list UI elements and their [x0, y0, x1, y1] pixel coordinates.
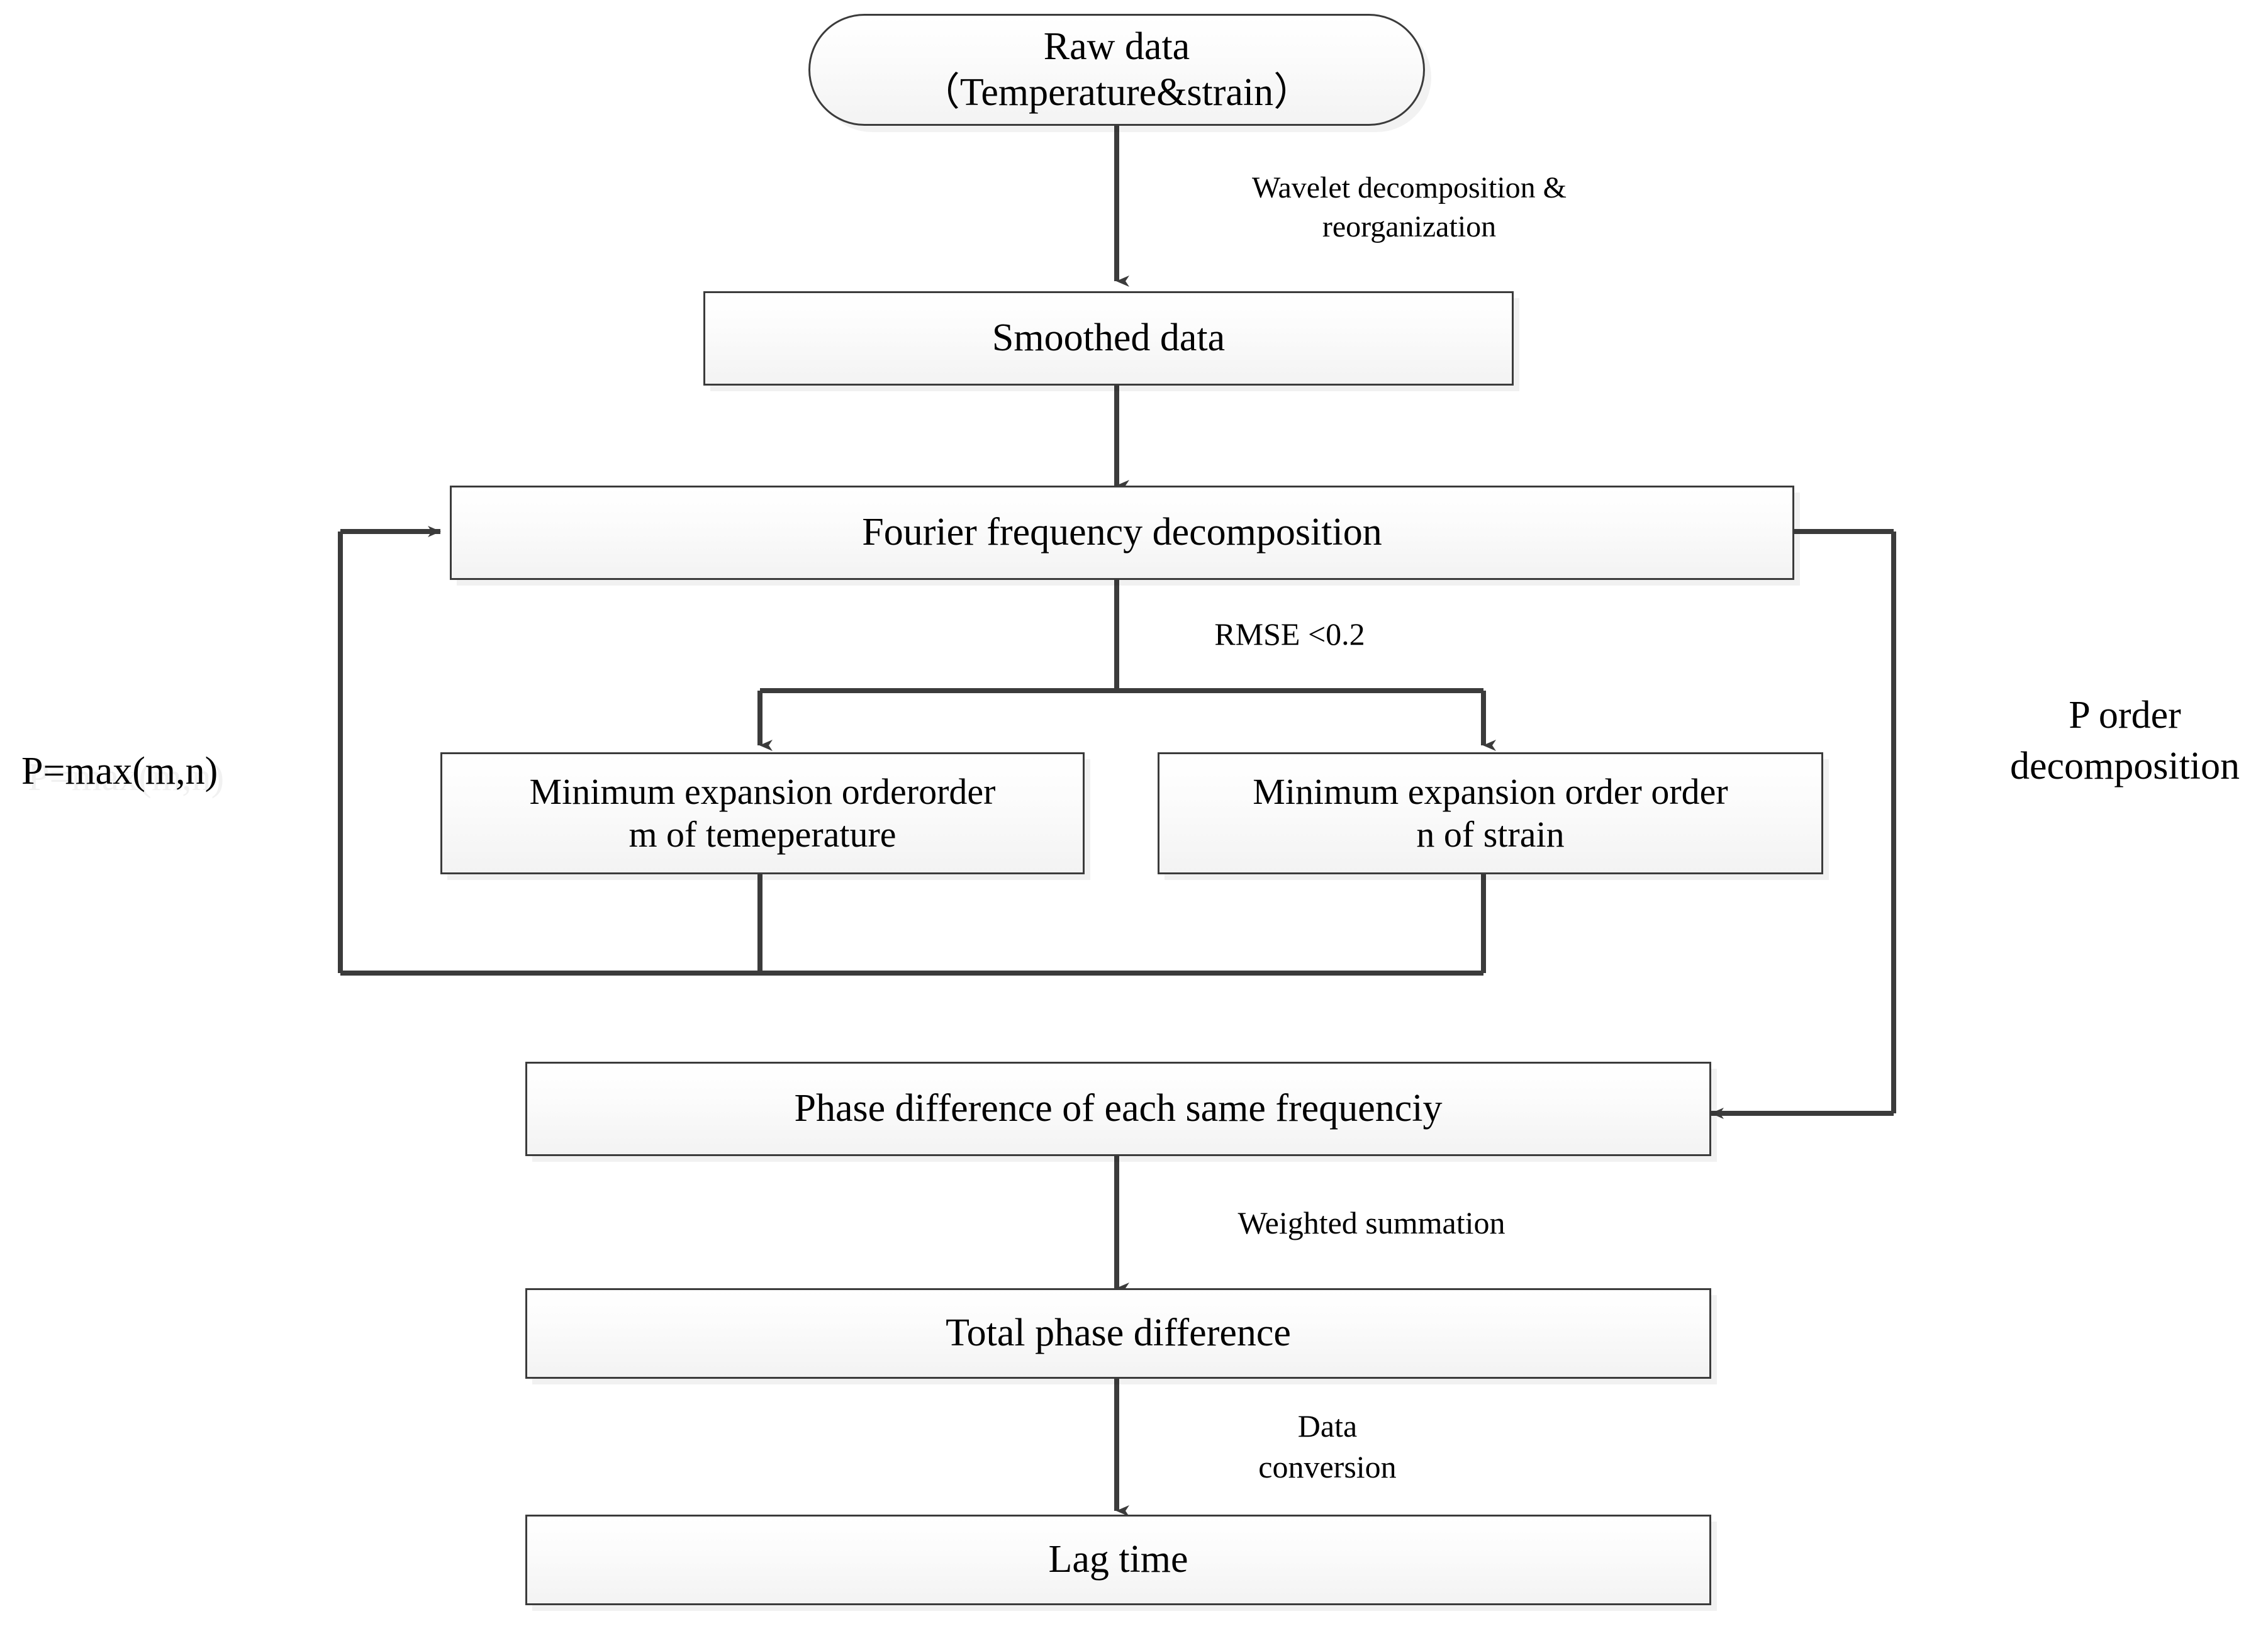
- node-smoothed-data[interactable]: Smoothed data: [703, 291, 1514, 386]
- node-raw-data-label: Raw data （Temperature&strain）: [920, 25, 1313, 114]
- node-phase-difference-each-label: Phase difference of each same frequenciy: [794, 1087, 1443, 1130]
- node-lag-time-label: Lag time: [1048, 1538, 1188, 1581]
- edge-label-rmse: RMSE <0.2: [1214, 616, 1365, 652]
- node-min-order-strain[interactable]: Minimum expansion order order n of strai…: [1158, 752, 1823, 874]
- node-min-order-strain-label: Minimum expansion order order n of strai…: [1253, 771, 1728, 855]
- edge-label-p-max: P=max(m,n): [21, 750, 218, 793]
- node-total-phase-difference[interactable]: Total phase difference: [525, 1288, 1711, 1379]
- node-min-order-temperature[interactable]: Minimum expansion orderorder m of temepe…: [440, 752, 1085, 874]
- node-min-order-temperature-label: Minimum expansion orderorder m of temepe…: [529, 771, 996, 855]
- node-fourier-decomposition-label: Fourier frequency decomposition: [862, 511, 1382, 554]
- edge-label-data-conversion: Data conversion: [1258, 1408, 1397, 1484]
- node-phase-difference-each[interactable]: Phase difference of each same frequenciy: [525, 1062, 1711, 1156]
- edge-label-wavelet: Wavelet decomposition & reorganization: [1251, 171, 1567, 244]
- node-raw-data[interactable]: Raw data （Temperature&strain）: [808, 14, 1425, 126]
- edge-label-p-order: P order decomposition: [2009, 694, 2240, 788]
- node-lag-time[interactable]: Lag time: [525, 1515, 1711, 1605]
- node-smoothed-data-label: Smoothed data: [992, 316, 1226, 360]
- node-fourier-decomposition[interactable]: Fourier frequency decomposition: [450, 486, 1794, 580]
- edge-label-weighted-summation: Weighted summation: [1237, 1205, 1505, 1240]
- node-total-phase-difference-label: Total phase difference: [946, 1311, 1291, 1355]
